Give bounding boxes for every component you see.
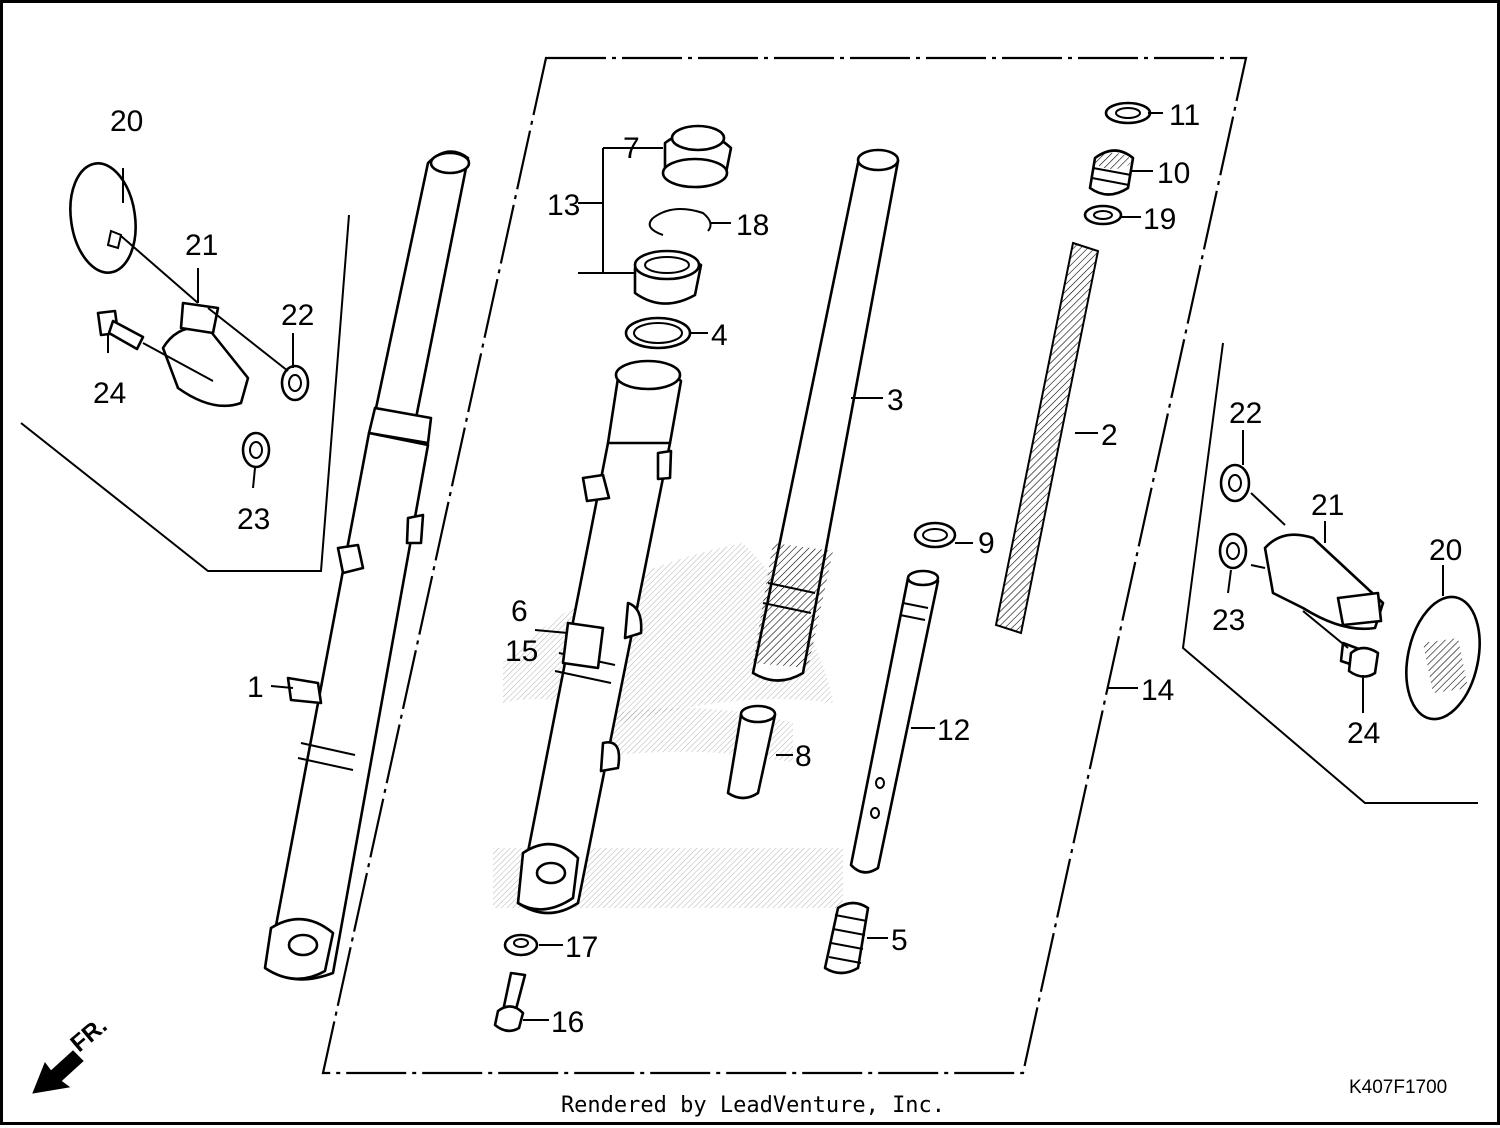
arrow-down-left-icon (32, 1050, 84, 1094)
right-part-22-nut (1219, 463, 1251, 503)
callout-right-21: 21 (1311, 489, 1344, 522)
footer-credit: Rendered by LeadVenture, Inc. (560, 1093, 946, 1118)
part-16-socket-bolt (493, 971, 527, 1033)
exploded-view-drawing: 20 21 22 24 23 1 7 13 18 4 3 2 9 6 15 12… (20, 56, 1481, 1094)
callout-left-22: 22 (281, 299, 314, 332)
left-part-24-bolt (96, 309, 145, 351)
left-part-20-reflector (69, 162, 137, 274)
part-17-sealing-washer (503, 933, 539, 957)
part-4-back-up-ring (624, 316, 692, 350)
callout-12: 12 (937, 714, 970, 747)
part-10-fork-cap (1088, 149, 1135, 196)
callout-3: 3 (887, 384, 904, 417)
callout-1: 1 (247, 671, 264, 704)
callout-11: 11 (1169, 99, 1200, 132)
leader-lines (107, 112, 1444, 1021)
callout-9: 9 (978, 527, 995, 560)
left-part-22-nut (280, 364, 310, 402)
callout-6: 6 (511, 595, 528, 628)
callout-right-20: 20 (1429, 534, 1462, 567)
diagram-code: K407F1700 (1349, 1077, 1448, 1098)
left-part-21-reflector-stay (161, 301, 250, 408)
part-1-fork-assembly (263, 150, 471, 981)
callout-15: 15 (505, 635, 538, 668)
callout-16: 16 (551, 1006, 584, 1039)
callout-left-23: 23 (237, 503, 270, 536)
direction-marker: FR. (32, 1012, 112, 1094)
part-13-oil-seal (633, 249, 703, 305)
part-12-damper-piston (849, 569, 940, 874)
right-part-20-reflector (1405, 595, 1481, 721)
callout-13: 13 (547, 189, 580, 222)
callout-17: 17 (565, 931, 598, 964)
callout-left-20: 20 (110, 105, 143, 138)
callout-8: 8 (795, 740, 812, 773)
callout-4: 4 (711, 319, 728, 352)
right-section-line (1181, 342, 1478, 804)
callout-19: 19 (1143, 203, 1176, 236)
left-part-23-nut (241, 431, 271, 469)
part-6-fork-slider (516, 359, 683, 915)
part-2-fork-spring (994, 241, 1100, 635)
callout-18: 18 (736, 209, 769, 242)
callout-14: 14 (1141, 674, 1174, 707)
part-11-clip (1104, 101, 1152, 125)
part-3-fork-pipe (751, 148, 900, 682)
callout-2: 2 (1101, 419, 1118, 452)
callout-numbers: 20 21 22 24 23 1 7 13 18 4 3 2 9 6 15 12… (93, 99, 1462, 1039)
part-7-dust-seal (661, 124, 733, 189)
part-19-washer (1083, 204, 1123, 226)
right-part-23-nut (1218, 532, 1248, 570)
part-18-stopper-ring (648, 208, 712, 236)
callout-right-23: 23 (1212, 604, 1245, 637)
callout-right-24: 24 (1347, 717, 1380, 750)
callout-7: 7 (623, 132, 640, 165)
callout-10: 10 (1157, 157, 1190, 190)
callout-5: 5 (891, 924, 908, 957)
part-5-rebound-spring (823, 901, 870, 975)
callout-left-21: 21 (185, 229, 218, 262)
part-8-oil-lock-piece (726, 704, 777, 800)
assembly-boundary-14 (321, 56, 1248, 1075)
part-9-piston-ring (913, 521, 957, 549)
left-section-line (20, 214, 350, 572)
callout-right-22: 22 (1229, 397, 1262, 430)
callout-left-24: 24 (93, 377, 126, 410)
right-part-21-reflector-stay (1263, 533, 1385, 631)
right-part-24-bolt (1339, 641, 1380, 678)
